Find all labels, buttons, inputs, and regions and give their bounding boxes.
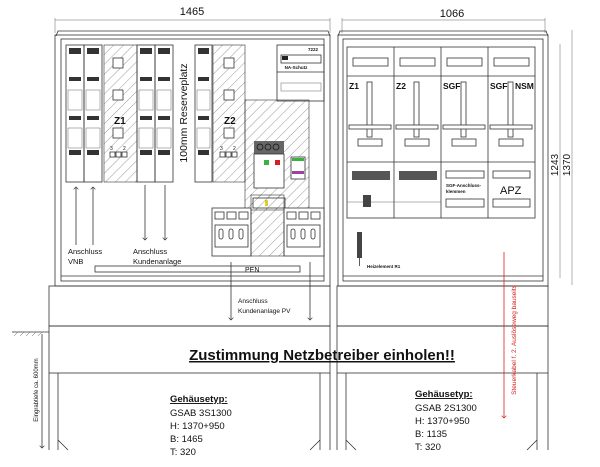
right-cabinet: Z1 Z2 SGF SGF NSM SGF-Anschluss- klemmen… <box>336 30 549 451</box>
na-schutz-code: 7222 <box>308 47 319 52</box>
surge-protector-right <box>283 207 325 257</box>
terminal-label-3: 3 <box>110 146 113 152</box>
meter-col-2-label: Z2 <box>396 81 406 91</box>
na-schutz-label: NA-Schutz <box>285 65 308 70</box>
housing-right-type: GSAB 2S1300 <box>415 403 477 414</box>
housing-right-heading: Gehäusetyp: <box>415 389 473 400</box>
connection-pv-line1: Anschluss <box>238 298 268 305</box>
sgf-terminals-line2: klemmen <box>446 189 466 194</box>
left-cabinet: Z1 Z2 3 2 3 2 100mm Reserveplatz 7222 NA… <box>48 30 331 451</box>
meter-col-3-label: SGF <box>443 81 460 91</box>
meter-place-z1: Z1 <box>114 116 126 127</box>
meter-col-1-label: Z1 <box>349 81 359 91</box>
connection-vnb-line1: Anschluss <box>68 247 102 256</box>
burial-depth-label: Eingrabtiefe ca. 600mm <box>34 358 40 421</box>
connection-customer-line2: Kundenanlage <box>133 257 181 266</box>
dim-inner-height: 1243 <box>550 153 561 176</box>
housing-right-height: H: 1370+950 <box>415 416 470 427</box>
pen-bar-label: PEN <box>245 267 259 274</box>
housing-left-type: GSAB 3S1300 <box>170 408 232 419</box>
fuse-strips <box>65 44 213 183</box>
terminal-label-2: 2 <box>123 146 126 152</box>
terminal-label-2b: 2 <box>233 146 236 152</box>
connection-vnb-line2: VNB <box>68 257 83 266</box>
terminal-label-3b: 3 <box>220 146 223 152</box>
dim-outer-height: 1370 <box>562 153 573 176</box>
meter-col-4-label: SGF <box>490 81 507 91</box>
apz-label: APZ <box>500 185 522 197</box>
dim-left-width: 1465 <box>180 6 204 18</box>
housing-left-heading: Gehäusetyp: <box>170 394 228 405</box>
housing-info-left: Gehäusetyp: GSAB 3S1300 H: 1370+950 B: 1… <box>170 394 232 458</box>
sgf-terminals-line1: SGF-Anschluss- <box>446 183 482 188</box>
housing-right-depth: T: 320 <box>415 442 441 453</box>
housing-left-height: H: 1370+950 <box>170 421 225 432</box>
nsm-label: NSM <box>515 81 534 91</box>
dim-right-width: 1066 <box>440 8 464 20</box>
housing-left-depth: T: 320 <box>170 447 196 458</box>
approval-notice: Zustimmung Netzbetreiber einholen!! <box>189 347 455 364</box>
connection-customer-line1: Anschluss <box>133 247 167 256</box>
housing-left-width: B: 1465 <box>170 434 203 445</box>
housing-info-right: Gehäusetyp: GSAB 2S1300 H: 1370+950 B: 1… <box>415 389 477 453</box>
housing-right-width: B: 1135 <box>415 429 447 440</box>
reserve-space-label: 100mm Reserveplatz <box>178 63 190 162</box>
meter-place-z2: Z2 <box>224 116 236 127</box>
connection-pv-line2: Kundenanlage PV <box>238 308 291 315</box>
burial-depth-marker: Eingrabtiefe ca. 600mm <box>12 331 49 448</box>
heater-label: Heizelement R1 <box>367 264 401 269</box>
control-cable-note: Steuerkabel f. 2. Auslöseweg bauseits <box>511 284 518 395</box>
surge-protector-left <box>211 207 252 257</box>
dimension-lines: 1465 1066 1243 1370 <box>54 6 573 285</box>
